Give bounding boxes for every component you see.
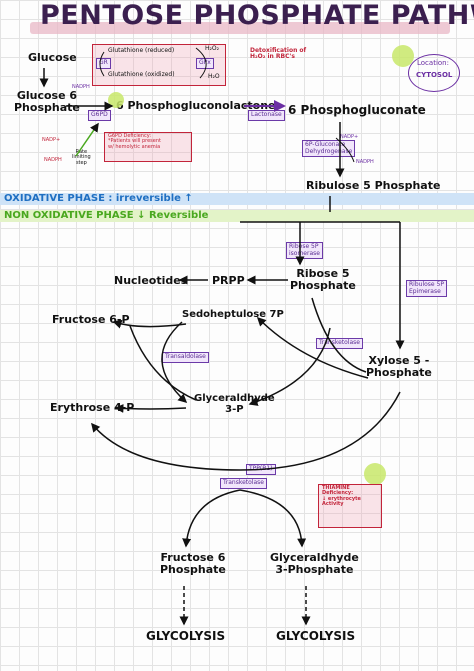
- xylose-5-phosphate-label: Xylose 5 - Phosphate: [366, 354, 432, 379]
- nadp-right-label: NADP+: [340, 134, 359, 140]
- dehydrogenase-enzyme: 6P-Gluconate Dehydrogenase: [302, 140, 356, 158]
- 6-phosphogluconolactone-label: 6 Phosphogluconolactone: [116, 99, 276, 112]
- glycolysis-label-2: GLYCOLYSIS: [276, 629, 356, 643]
- transketolase-enzyme-2: Transketolase: [220, 478, 267, 489]
- rate-limiting-note: Rate limiting step: [72, 149, 91, 166]
- isomerase-enzyme: Ribose 5P isomerase: [286, 242, 323, 260]
- location-badge: [408, 54, 460, 92]
- nucleotides-label: Nucleotides: [114, 274, 188, 287]
- oxidative-phase-label: OXIDATIVE PHASE : irreversible ↑: [4, 193, 193, 204]
- transaldolase-crossing-arrows: [112, 319, 197, 413]
- gluconate-to-ribulose-arrow: [335, 122, 355, 178]
- h2o2-label: H₂O₂: [205, 45, 220, 52]
- lactonase-enzyme: Lactonase: [248, 110, 285, 121]
- non-oxidative-phase-label: NON OXIDATIVE PHASE ↓ Reversible: [4, 210, 209, 221]
- final-split-arrows: [182, 489, 307, 548]
- glucose-label: Glucose: [28, 51, 77, 64]
- xylose-to-erythrose-return-arrow: [91, 391, 401, 471]
- g6pd-deficiency-box: [104, 132, 192, 162]
- fructose-6-p-label: Fructose 6-P: [52, 313, 130, 326]
- page-title: PENTOSE PHOSPHATE PATHWAY: [40, 0, 474, 31]
- g6pd-deficiency-note: G6PD Deficiency: *Patients will present …: [108, 133, 161, 150]
- fructose-6-phosphate-output: Fructose 6 Phosphate: [160, 551, 226, 576]
- transketolase-enzyme-1: Transketolase: [316, 338, 363, 349]
- highlight-dot-3: [364, 463, 386, 485]
- detoxification-note: Detoxification of H₂O₂ in RBC's: [250, 47, 307, 61]
- sedoheptulose-7p-label: Sedoheptulose 7P: [182, 309, 284, 320]
- gr-enzyme: GR: [96, 58, 111, 69]
- 6-phosphogluconate-label: 6 Phosphogluconate: [288, 103, 426, 117]
- erythrose-4-p-label: Erythrose 4-P: [50, 401, 135, 414]
- ribose-5-phosphate-label: Ribose 5 Phosphate: [290, 267, 356, 292]
- nadp-left-label: NADP+: [42, 137, 61, 143]
- non-oxidative-phase-band: [0, 210, 474, 222]
- glycolysis-label-1: GLYCOLYSIS: [146, 629, 226, 643]
- nadph-top-label: NADPH: [72, 84, 90, 90]
- glutathione-oxidized: Glutathione (oxidized): [108, 71, 175, 78]
- prpp-label: PRPP: [212, 274, 245, 287]
- nadph-left-label: NADPH: [44, 157, 62, 163]
- to-glycolysis-arrows: [179, 586, 311, 626]
- glyceraldehyde-3-p-label: Glyceraldhyde 3-P: [194, 393, 275, 415]
- oxidative-phase-band: [0, 193, 474, 205]
- thiamine-deficiency-box: [318, 484, 382, 528]
- nadph-right-label: NADPH: [356, 159, 374, 165]
- highlight-dot-2: [392, 45, 414, 67]
- g6pd-enzyme: G6PD: [88, 110, 111, 121]
- glyceraldehyde-3-phosphate-output: Glyceraldhyde 3-Phosphate: [270, 551, 359, 576]
- glutathione-cycle-arrows: [99, 47, 207, 79]
- transketolase-crossing-arrows: [248, 297, 369, 406]
- glucose-6-phosphate-label: Glucose 6 Phosphate: [14, 89, 80, 114]
- h2o-label: H₂O: [208, 73, 220, 80]
- ribulose-branch-arrows: [240, 196, 405, 350]
- location-label: Location:: [417, 59, 449, 67]
- g6pd-deficiency-pointer: [75, 122, 99, 157]
- ribulose-5-phosphate-label: Ribulose 5 Phosphate: [306, 179, 441, 192]
- title-highlight: [30, 22, 450, 34]
- glutathione-reduced: Glutathione (reduced): [108, 47, 175, 54]
- thiamine-deficiency-note: THIAMINE Deficiency: ↓ erythrocyte Activ…: [322, 485, 361, 507]
- epimerase-enzyme: Ribulose 5P Epimerase: [406, 280, 447, 298]
- location-value: CYTOSOL: [416, 71, 453, 79]
